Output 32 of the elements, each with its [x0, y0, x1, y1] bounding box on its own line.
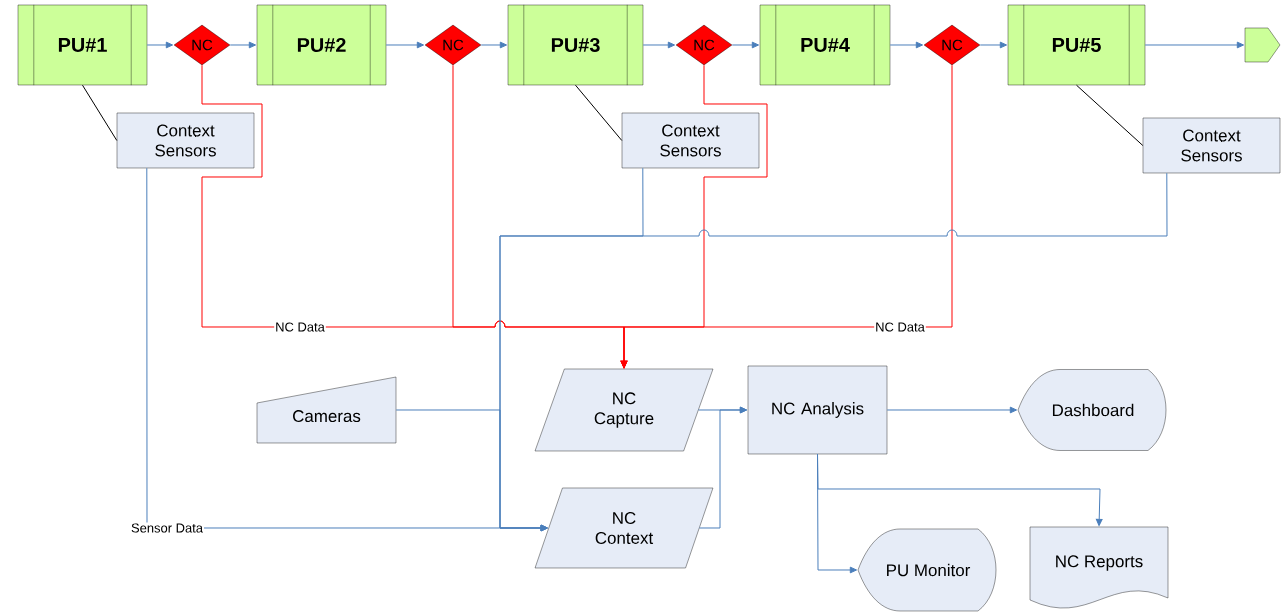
process-box: Context Sensors — [116, 112, 255, 169]
arrow — [979, 41, 1008, 49]
process-box: NC Analysis — [747, 365, 888, 455]
process-box: Context Sensors — [1142, 117, 1281, 174]
edge-label: NC Data — [274, 321, 326, 333]
arrow — [731, 41, 760, 49]
data-parallelogram: NC Capture — [534, 368, 714, 452]
arrow — [229, 41, 257, 49]
edge-label: NC Data — [874, 321, 926, 333]
edge-label: Sensor Data — [130, 522, 204, 534]
process-box: Context Sensors — [621, 112, 760, 169]
arrow — [146, 41, 174, 49]
predefined-process-box: PU#5 — [1007, 4, 1146, 86]
arrow — [395, 409, 548, 532]
leader-line — [1076, 84, 1144, 146]
leader-line — [575, 84, 623, 141]
leader-line — [82, 84, 118, 141]
predefined-process-box: PU#2 — [256, 4, 387, 86]
arrow — [889, 41, 924, 49]
arrow — [385, 41, 425, 49]
arrow — [480, 41, 508, 49]
off-page-connector — [1244, 27, 1281, 63]
predefined-process-box: PU#3 — [507, 4, 644, 86]
predefined-process-box: PU#1 — [17, 4, 148, 86]
arrow — [886, 406, 1018, 414]
arrow — [620, 64, 953, 369]
predefined-process-box: PU#4 — [759, 4, 891, 86]
arrow — [642, 41, 676, 49]
arrow — [817, 453, 1103, 527]
arrow — [1144, 41, 1245, 49]
data-parallelogram: NC Context — [534, 487, 714, 569]
arrow — [699, 406, 748, 529]
